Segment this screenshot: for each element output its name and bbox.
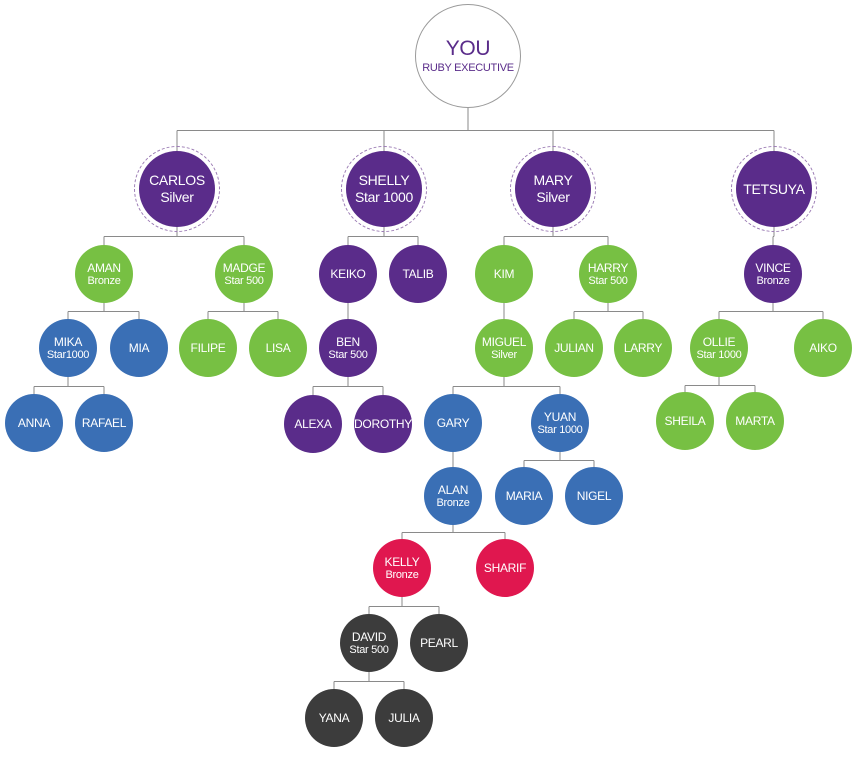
node-ollie: OLLIE Star 1000 — [690, 319, 748, 377]
node-mika: MIKA Star1000 — [39, 319, 97, 377]
node-julian: JULIAN — [545, 319, 603, 377]
node-kim: KIM — [475, 245, 533, 303]
node-rafael: RAFAEL — [75, 394, 133, 452]
node-nigel: NIGEL — [565, 467, 623, 525]
node-julia: JULIA — [375, 689, 433, 747]
node-lisa: LISA — [249, 319, 307, 377]
node-talib: TALIB — [389, 245, 447, 303]
node-root: YOU RUBY EXECUTIVE — [415, 4, 521, 108]
node-gary: GARY — [424, 394, 482, 452]
node-anna: ANNA — [5, 394, 63, 452]
node-yuan: YUAN Star 1000 — [531, 394, 589, 452]
node-alexa: ALEXA — [284, 395, 342, 453]
node-ben: BEN Star 500 — [319, 319, 377, 377]
node-marta: MARTA — [726, 392, 784, 450]
node-keiko: KEIKO — [319, 245, 377, 303]
node-yana: YANA — [305, 689, 363, 747]
node-carlos: CARLOS Silver — [134, 146, 220, 232]
node-shelly: SHELLY Star 1000 — [341, 146, 427, 232]
node-madge: MADGE Star 500 — [215, 245, 273, 303]
node-vince: VINCE Bronze — [744, 245, 802, 303]
node-harry: HARRY Star 500 — [579, 245, 637, 303]
node-david: DAVID Star 500 — [340, 614, 398, 672]
node-sheila: SHEILA — [656, 392, 714, 450]
node-alan: ALAN Bronze — [424, 467, 482, 525]
node-aman: AMAN Bronze — [75, 245, 133, 303]
node-larry: LARRY — [614, 319, 672, 377]
node-mary: MARY Silver — [510, 146, 596, 232]
node-kelly: KELLY Bronze — [373, 539, 431, 597]
node-tetsuya: TETSUYA — [731, 146, 817, 232]
node-aiko: AIKO — [794, 319, 852, 377]
root-rank: RUBY EXECUTIVE — [422, 62, 514, 74]
node-mia: MIA — [110, 319, 168, 377]
node-miguel: MIGUEL Silver — [475, 319, 533, 377]
node-sharif: SHARIF — [476, 539, 534, 597]
node-dorothy: DOROTHY — [354, 395, 412, 453]
root-name: YOU — [445, 37, 491, 60]
node-filipe: FILIPE — [179, 319, 237, 377]
node-pearl: PEARL — [410, 614, 468, 672]
node-maria: MARIA — [495, 467, 553, 525]
